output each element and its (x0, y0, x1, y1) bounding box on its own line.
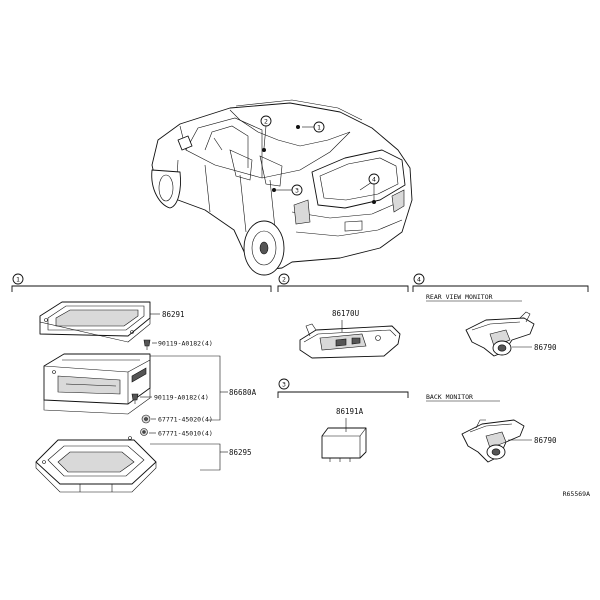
clip-icon (141, 414, 151, 424)
vehicle-illustration (151, 99, 413, 276)
section-3-header: 3 (277, 378, 409, 398)
callout-2: 2 (260, 115, 272, 127)
svg-text:3: 3 (295, 187, 299, 195)
screw-icon (143, 339, 151, 350)
part-86680a-monitor (43, 353, 151, 415)
svg-text:4: 4 (417, 276, 421, 284)
callout-3: 3 (291, 184, 303, 196)
label-86170u: 86170U (332, 309, 359, 318)
svg-text:1: 1 (317, 124, 321, 132)
label-67771-45010: 67771-45010(4) (158, 430, 213, 438)
part-86191a-module (321, 427, 367, 462)
svg-text:2: 2 (264, 118, 268, 126)
label-86191a: 86191A (336, 407, 364, 416)
svg-text:4: 4 (372, 176, 376, 184)
label-86790-top: 86790 (534, 343, 557, 352)
svg-text:1: 1 (16, 276, 20, 284)
rear-view-monitor-title: REAR VIEW MONITOR (426, 293, 493, 301)
part-86790-rear-view-camera (465, 311, 535, 357)
section-4-header: 4 (412, 273, 589, 292)
clip-icon (140, 428, 148, 436)
part-86291-frame (39, 301, 151, 343)
callout-1: 1 (313, 121, 325, 133)
section-2-header: 2 (277, 273, 409, 292)
part-86295-tray (35, 436, 157, 493)
figure-id: R65569A (563, 490, 590, 498)
svg-text:2: 2 (282, 276, 286, 284)
svg-text:3: 3 (282, 381, 286, 389)
label-86790-bottom: 86790 (534, 436, 557, 445)
screw-icon (131, 393, 139, 404)
callout-4: 4 (368, 173, 380, 185)
label-90119-bottom: 90119-A0182(4) (154, 394, 209, 402)
label-86680a: 86680A (229, 388, 257, 397)
label-90119-top: 90119-A0182(4) (158, 340, 213, 348)
label-86295: 86295 (229, 448, 252, 457)
label-67771-45020: 67771-45020(4) (158, 416, 213, 424)
part-86170u-module (299, 323, 401, 359)
section-1-header: 1 (11, 273, 272, 292)
back-monitor-title: BACK MONITOR (426, 393, 473, 401)
part-86790-back-camera (461, 419, 525, 463)
label-86291: 86291 (162, 310, 185, 319)
